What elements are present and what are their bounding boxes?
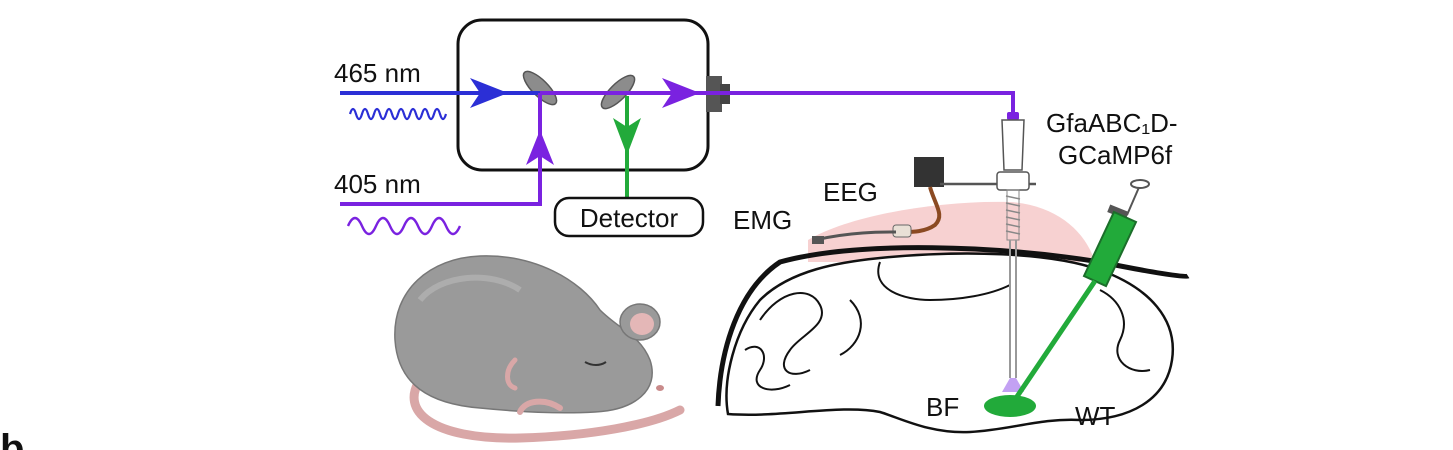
brain-fold-2 [744,345,791,391]
optical-fiber-implant [996,112,1030,392]
panel-letter: b [0,427,24,450]
emg-wire [814,230,897,242]
arrow-emission [613,118,641,155]
label-emg: EMG [733,205,792,235]
label-eeg: EEG [823,177,878,207]
brain-outline [715,245,1190,407]
brain-fold-3 [877,261,1011,302]
sleeping-mouse-illustration [394,255,685,443]
eeg-wire [904,186,942,234]
emg-electrode-tip [812,236,824,244]
arrow-combined [662,78,700,108]
bf-expression-region [984,395,1036,417]
label-virus-line2: GCaMP6f [1058,140,1173,170]
label-wt: WT [1075,401,1116,431]
wave-465-icon [348,107,448,121]
brain-body [725,252,1175,434]
wave-405-icon [346,216,462,236]
label-detector: Detector [580,203,679,233]
label-465nm: 465 nm [334,58,421,88]
label-bf: BF [926,392,959,422]
arrow-465 [470,78,508,108]
brain-fold-1 [759,292,823,375]
detector-box [553,196,705,238]
label-405nm: 405 nm [334,169,421,199]
brain-fold-4 [1099,289,1151,372]
label-virus-line1: GfaABC₁D- [1046,108,1178,138]
injection-syringe-icon [1009,179,1150,406]
arrow-405 [526,130,554,165]
brain-fold-5 [839,299,862,356]
eeg-headstage-block [914,157,944,187]
